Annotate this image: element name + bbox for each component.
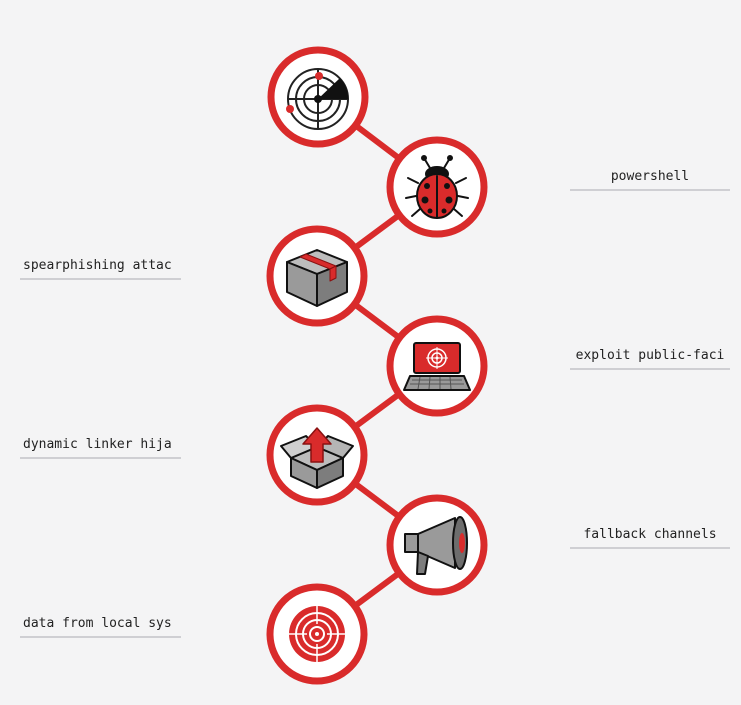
stage-label-field[interactable]: dynamic linker hija [20, 435, 181, 459]
laptop-target-icon [403, 342, 471, 391]
stage-node-1[interactable] [267, 46, 369, 148]
stage-label-field[interactable]: fallback channels [570, 525, 730, 549]
stage-label-field[interactable]: spearphishing attac [20, 256, 181, 280]
stage-node-5[interactable] [266, 404, 368, 506]
stage-node-4[interactable] [386, 315, 488, 417]
radar-icon [286, 68, 349, 130]
package-box-icon [286, 249, 348, 307]
stage-label-field[interactable]: powershell [570, 167, 730, 191]
open-box-upload-icon [280, 427, 354, 489]
stage-node-6[interactable] [386, 494, 488, 596]
stage-label-field[interactable]: exploit public-faci [570, 346, 730, 370]
stage-label-field[interactable]: data from local sys [20, 614, 181, 638]
crosshair-target-icon [285, 602, 349, 666]
megaphone-icon [404, 516, 468, 575]
stage-node-7[interactable] [266, 583, 368, 685]
stage-node-3[interactable] [266, 225, 368, 327]
stage-node-2[interactable] [386, 136, 488, 238]
ladybug-icon [405, 155, 469, 219]
